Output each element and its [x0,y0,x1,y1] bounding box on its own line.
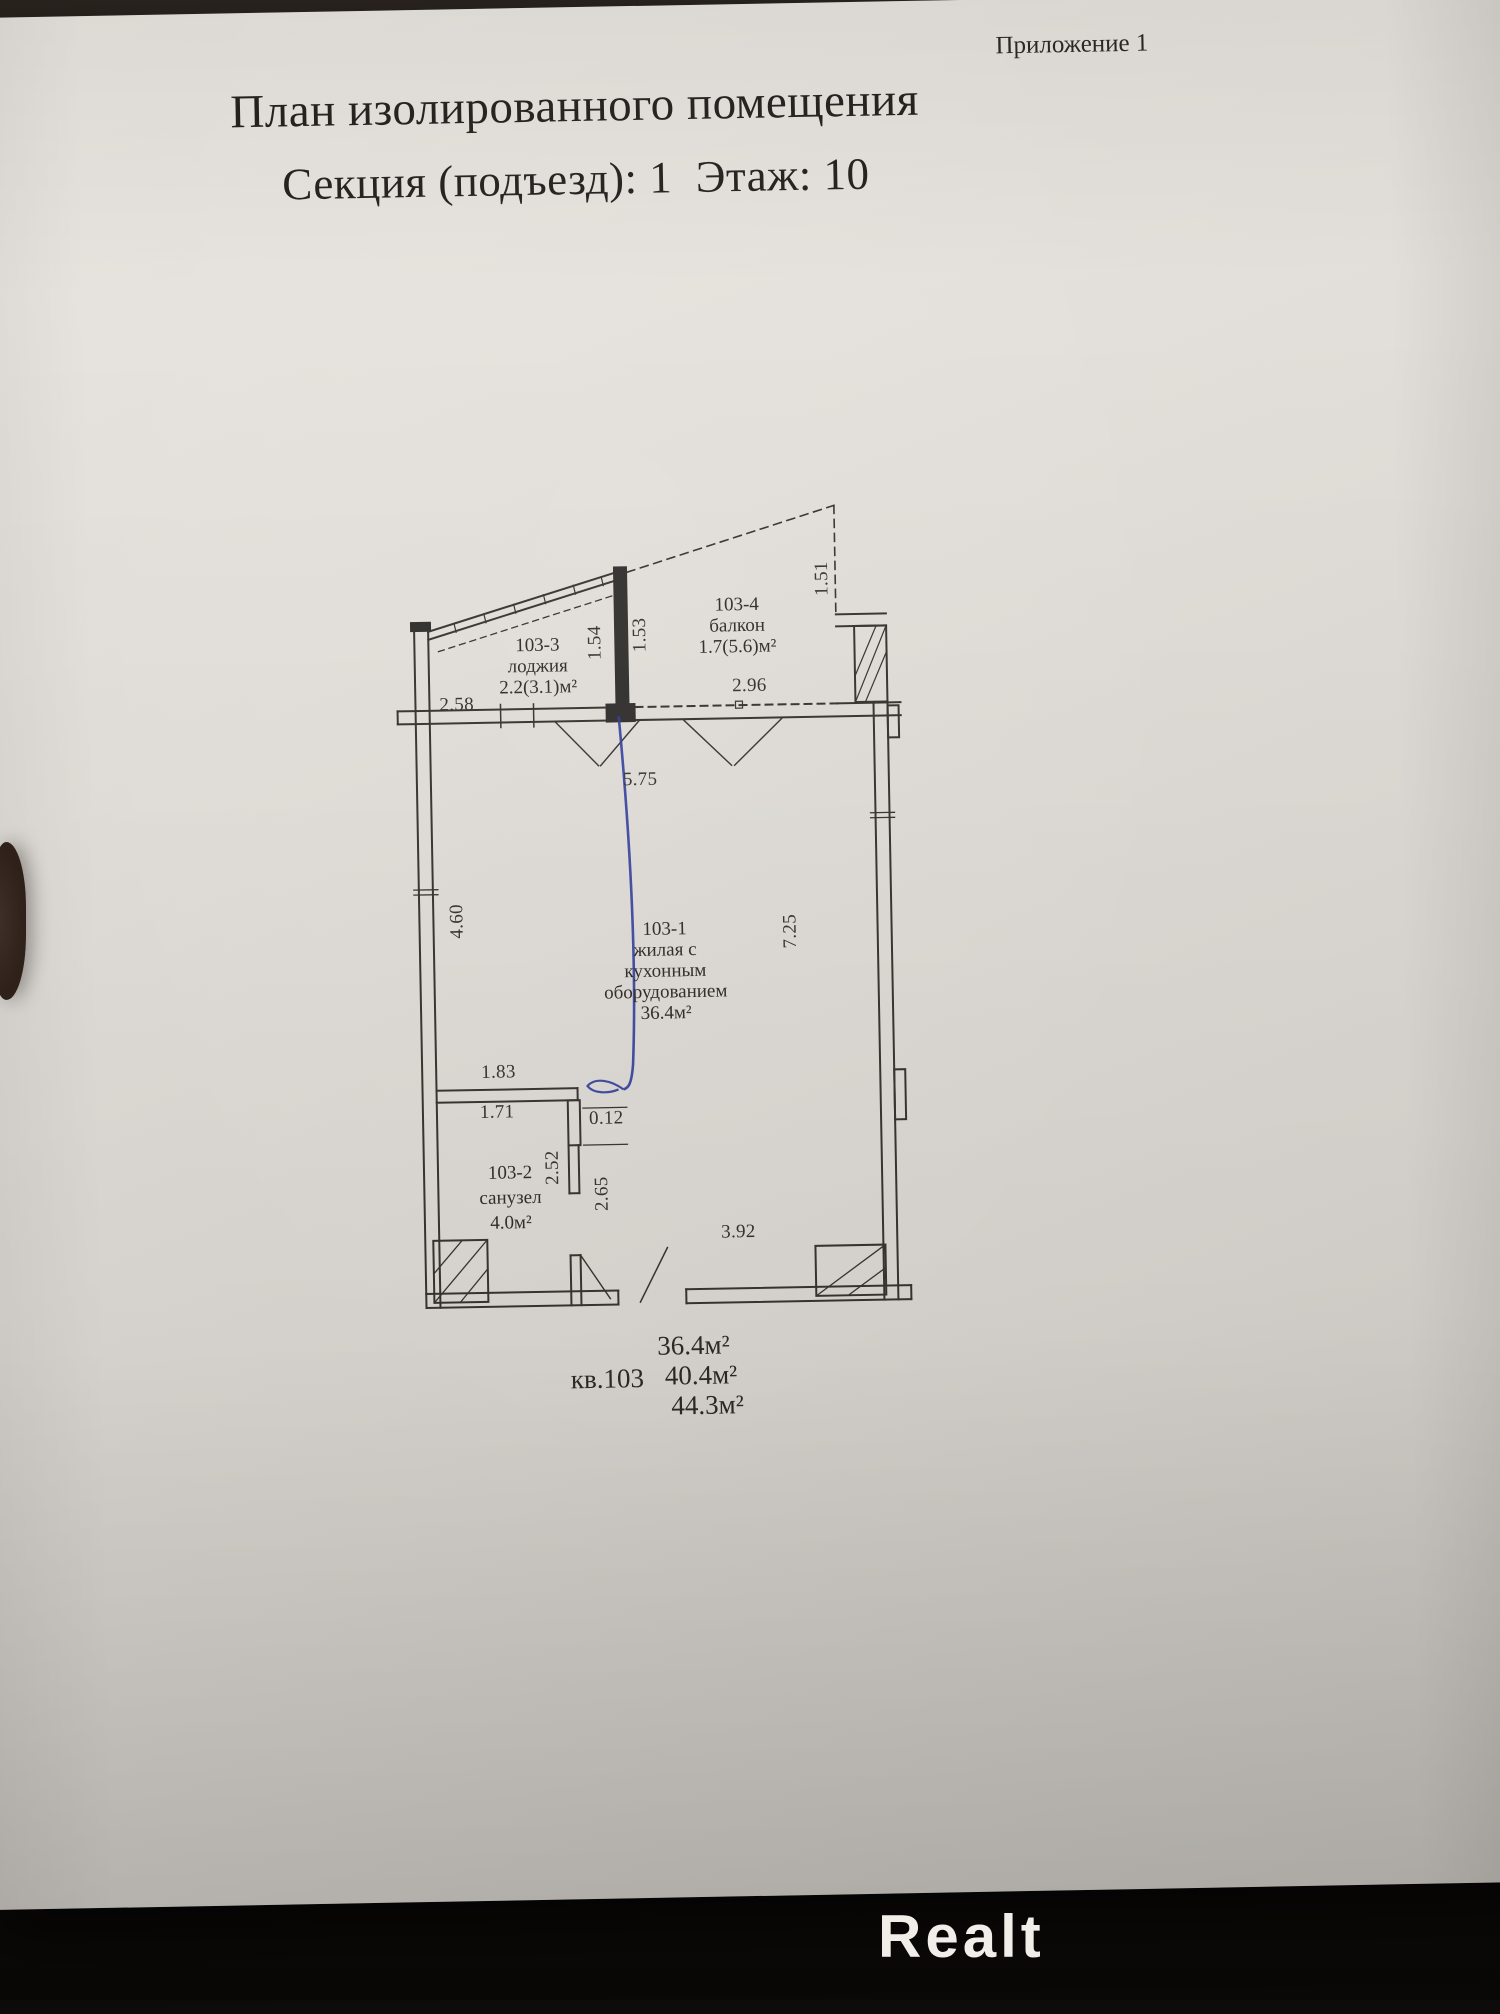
room-label-bathroom: 103-2 санузел 4.0м² [440,1159,581,1237]
room-area: 36.4м² [581,1001,751,1025]
room-id: 103-3 [462,633,612,657]
dim-bottom-width: 3.92 [721,1221,756,1244]
room-area: 4.0м² [441,1209,581,1237]
dim-wall-thickness: 0.12 [589,1107,624,1130]
document-paper: Приложение 1 План изолированного помещен… [0,0,1500,1910]
room-name: лоджия [463,654,613,678]
room-id: 103-4 [661,593,811,617]
dim-bath-depth: 2.65 [591,1171,614,1217]
dim-balcony-width: 2.96 [732,675,767,698]
dim-balcony-depth: 1.53 [629,612,652,658]
room-name: оборудованием [581,980,751,1004]
dim-bath-inner: 1.71 [480,1101,515,1124]
room-id: 103-2 [440,1159,580,1187]
summary-living-area: 36.4м² [657,1329,730,1361]
dim-bath-top: 1.83 [481,1061,516,1084]
page-title: План изолированного помещения [114,71,1035,142]
dim-right-height: 7.25 [779,908,802,954]
summary-apartment-number: кв.103 [571,1363,645,1395]
realt-logo: Realt [878,1902,1045,1971]
room-name: балкон [662,614,812,638]
room-name: санузел [440,1184,580,1212]
room-area: 1.7(5.6)м² [662,635,812,659]
room-label-loggia: 103-3 лоджия 2.2(3.1)м² [462,633,613,699]
dim-left-height: 4.60 [446,898,469,944]
dim-room-width: 5.75 [623,769,658,792]
summary-total-area: 40.4м² [665,1359,738,1391]
room-label-living: 103-1 жилая с кухонным оборудованием 36.… [579,917,751,1025]
page-subtitle: Секция (подъезд): 1 Этаж: 10 [115,145,1036,214]
dim-balcony-side: 1.51 [811,555,834,601]
corner-note: Приложение 1 [995,30,1148,61]
room-area: 2.2(3.1)м² [463,675,613,699]
summary-area-with-balcony: 44.3м² [671,1389,744,1421]
room-label-balcony: 103-4 балкон 1.7(5.6)м² [661,593,812,659]
